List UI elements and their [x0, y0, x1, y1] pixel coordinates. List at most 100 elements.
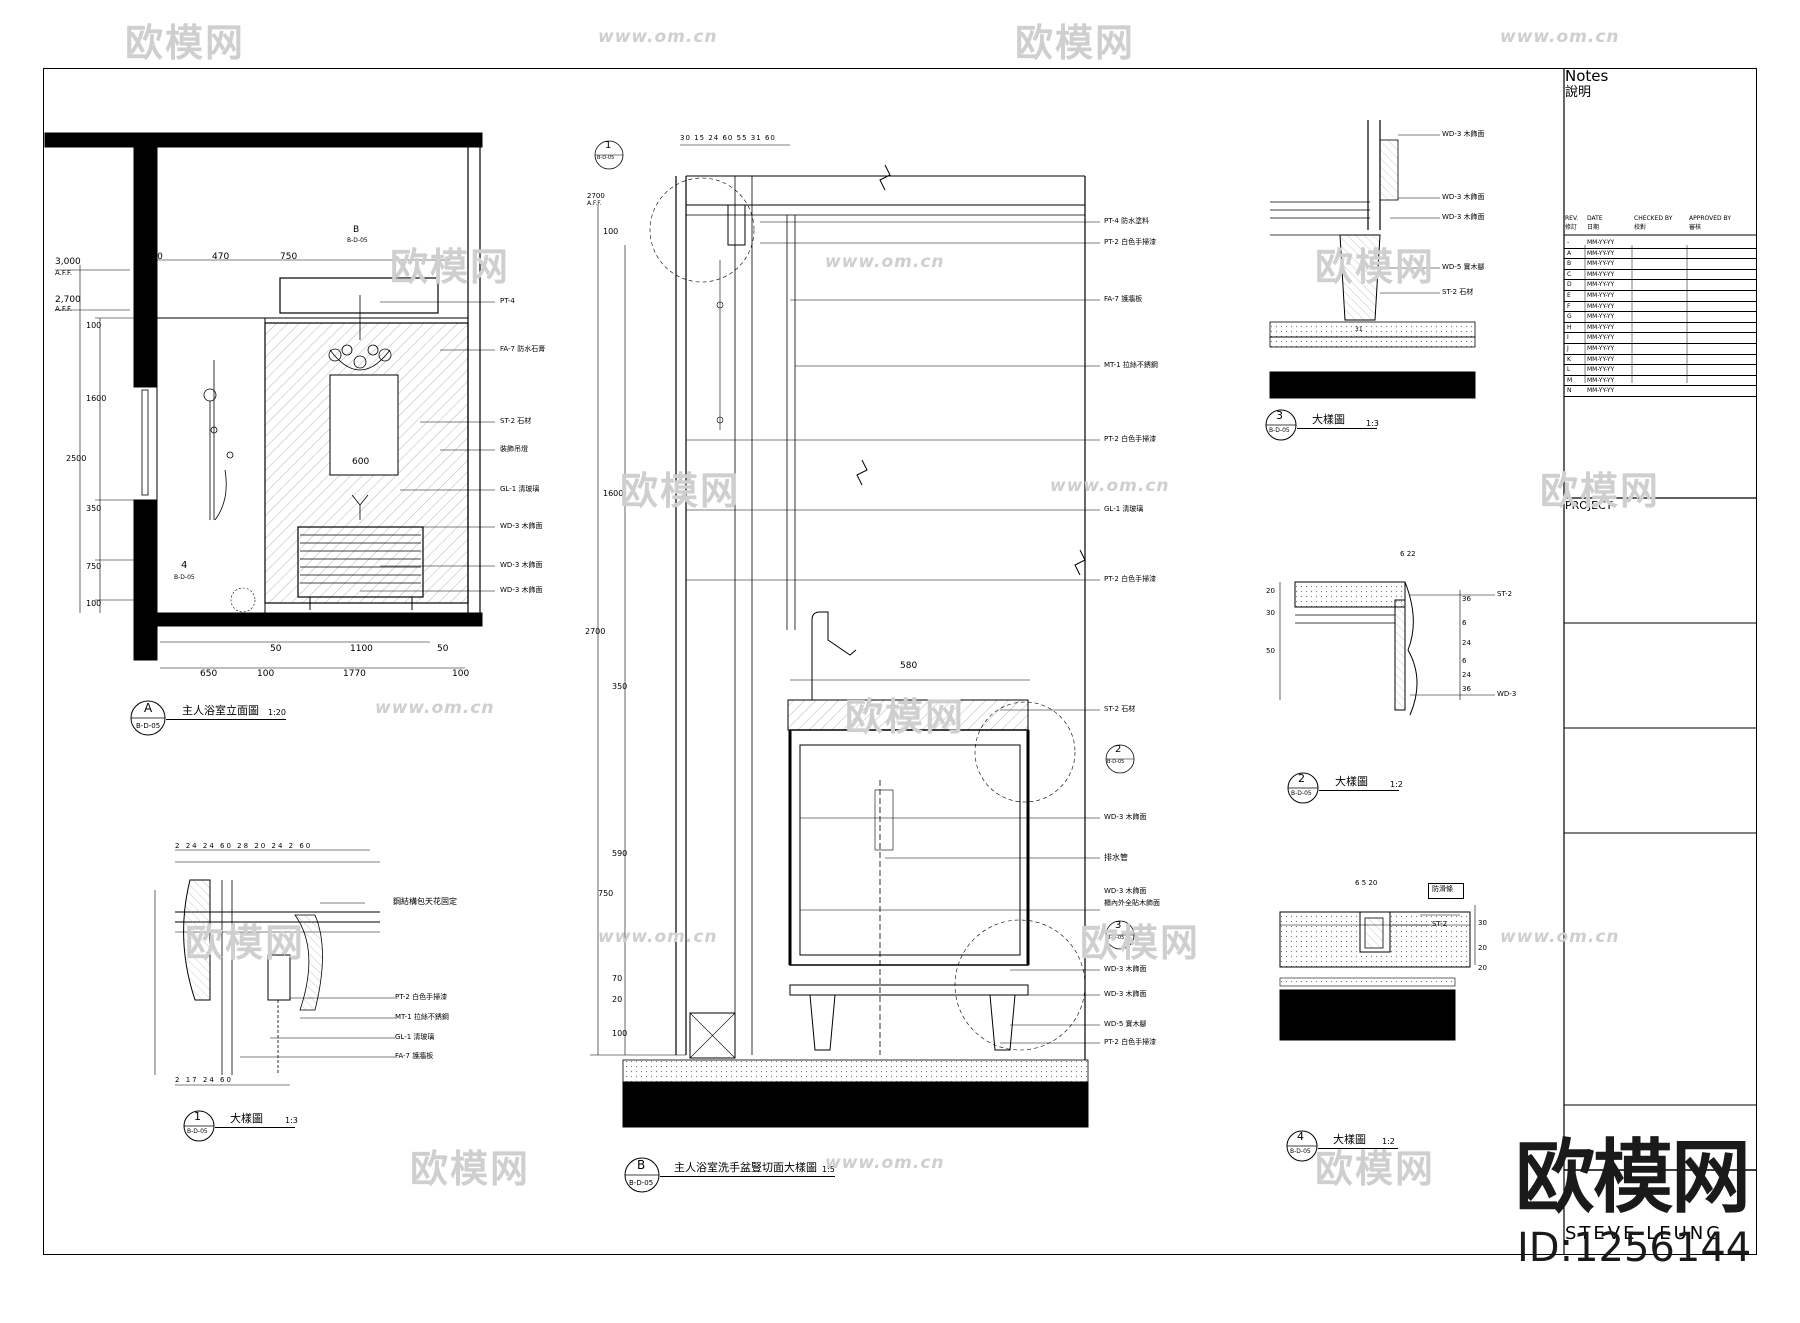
- label-b-9: WD-3 木飾面: [1104, 813, 1147, 821]
- label-b-1: PT-4 防水塗料: [1104, 217, 1150, 225]
- revision-code: D: [1567, 281, 1572, 289]
- dim-a-inner: 600: [352, 457, 370, 467]
- watermark-id: ID:1256144: [1517, 1225, 1752, 1271]
- top-wall: [44, 132, 483, 148]
- dim-d4-r-3: 20: [1478, 964, 1487, 972]
- dim-a-bot-5: 100: [257, 669, 275, 679]
- revision-code: M: [1567, 376, 1573, 384]
- dim-b-left-1: 100: [603, 227, 619, 236]
- title-d1-num: 1: [194, 1110, 201, 1123]
- callout-a-4-ref: B-D-05: [174, 574, 195, 581]
- vanity-section: [789, 729, 1029, 966]
- revision-code: -: [1567, 239, 1570, 246]
- tag-d4-box: [1428, 883, 1464, 899]
- revision-code: K: [1567, 355, 1571, 363]
- dims-b-top: 30 15 24 60 55 31 60: [680, 134, 776, 142]
- vanity-cabinet: [297, 526, 424, 598]
- level-a-2-sub: A.F.F.: [55, 305, 73, 313]
- dims-d4-top: 6 5 20: [1355, 879, 1378, 887]
- dim-a-bot-7: 100: [452, 669, 470, 679]
- label-b-3: FA-7 護牆板: [1104, 295, 1143, 303]
- label-b-15: WD-5 實木腳: [1104, 1020, 1147, 1028]
- dim-a-bot-2: 1100: [350, 644, 373, 654]
- dim-d2-r-1: 36: [1462, 595, 1471, 603]
- level-b-sub: A.F.F.: [587, 200, 602, 207]
- counter-top: [787, 699, 1029, 731]
- title-a-underline: [166, 719, 286, 720]
- dim-d3: 31: [1355, 326, 1363, 333]
- label-a-3: ST-2 石材: [500, 417, 532, 425]
- floor-slab: [133, 612, 483, 627]
- callout-b-1: [594, 140, 624, 170]
- label-b-16: PT-2 白色手掃漆: [1104, 1038, 1157, 1046]
- revision-date: MM-YY-YY: [1587, 323, 1615, 331]
- title-b-ref: B-D-05: [629, 1179, 654, 1187]
- label-d3-4: WD-5 實木腳: [1442, 263, 1485, 271]
- label-d1-5: FA-7 護牆板: [395, 1052, 434, 1060]
- mirror: [329, 374, 399, 476]
- label-d3-5: ST-2 石材: [1442, 288, 1474, 296]
- dim-a-left-4: 350: [86, 504, 102, 513]
- revision-date: MM-YY-YY: [1587, 281, 1615, 289]
- revision-code: H: [1567, 323, 1572, 331]
- dim-a-top-2: 470: [212, 252, 230, 262]
- dim-a-bot-4: 650: [200, 669, 218, 679]
- dim-b-left-5: 590: [612, 849, 628, 858]
- title-bubble-d4: [1286, 1130, 1318, 1162]
- callout-b-3-ref: B-D-05: [1107, 935, 1125, 941]
- checked-col-cn: 校對: [1634, 224, 1647, 231]
- dim-d2-r-5: 24: [1462, 671, 1471, 679]
- dims-d1-bot: 2 17 24 60: [175, 1076, 233, 1084]
- title-d1-text: 大樣圖: [230, 1112, 263, 1125]
- title-b-letter: B: [637, 1158, 646, 1172]
- dim-b-left-8: 20: [612, 995, 623, 1004]
- revision-row: D MM-YY-YY: [1564, 280, 1757, 291]
- notes-heading-cn: 說明: [1565, 85, 1592, 100]
- title-bubble-d1: [183, 1110, 215, 1142]
- level-a-1: 3,000: [55, 257, 81, 267]
- title-d1-underline: [215, 1127, 295, 1128]
- revision-date: MM-YY-YY: [1587, 313, 1615, 321]
- level-a-1-sub: A.F.F.: [55, 269, 73, 277]
- approved-col: APPROVED BY: [1689, 215, 1732, 222]
- dim-a-left-1: 100: [86, 321, 102, 330]
- notes-heading: Notes: [1565, 67, 1609, 85]
- label-b-5: PT-2 白色手掃漆: [1104, 435, 1157, 443]
- revision-code: B: [1567, 260, 1572, 268]
- revision-date: MM-YY-YY: [1587, 239, 1615, 246]
- callout-a-b: B: [353, 225, 360, 235]
- title-a-ref: B-D-05: [136, 722, 161, 730]
- title-bubble-d2: [1287, 772, 1319, 804]
- label-b-8: ST-2 石材: [1104, 705, 1136, 713]
- revision-date: MM-YY-YY: [1587, 344, 1615, 352]
- dim-d2-left-3: 50: [1266, 647, 1275, 655]
- title-d1-ref: B-D-05: [187, 1128, 208, 1135]
- title-d4-num: 4: [1297, 1130, 1304, 1143]
- title-d2-num: 2: [1298, 772, 1305, 785]
- revision-code: F: [1567, 302, 1571, 310]
- title-a-letter: A: [144, 701, 153, 715]
- callout-b-3-num: 3: [1115, 920, 1122, 931]
- label-a-7: WD-3 木飾面: [500, 561, 543, 569]
- dim-b-580: 580: [900, 661, 918, 671]
- title-bubble-a: [130, 700, 166, 736]
- title-d3-underline: [1297, 428, 1377, 429]
- section-b: [590, 144, 1100, 1128]
- dim-d4-r-1: 30: [1478, 919, 1487, 927]
- label-a-6: WD-3 木飾面: [500, 522, 543, 530]
- project-label: PROJECT: [1565, 499, 1613, 512]
- label-a-8: WD-3 木飾面: [500, 586, 543, 594]
- label-d3-2: WD-3 木飾面: [1442, 193, 1485, 201]
- level-b: 2700: [587, 192, 605, 200]
- detail-2: [1279, 581, 1495, 716]
- dim-b-left-3: 2700: [585, 627, 606, 636]
- label-b-12: 櫃內外全貼木飾面: [1104, 899, 1160, 907]
- dims-d1-top: 2 24 24 60 28 20 24 2 60: [175, 842, 313, 850]
- revision-code: L: [1567, 366, 1571, 374]
- dim-b-left-7: 70: [612, 974, 623, 983]
